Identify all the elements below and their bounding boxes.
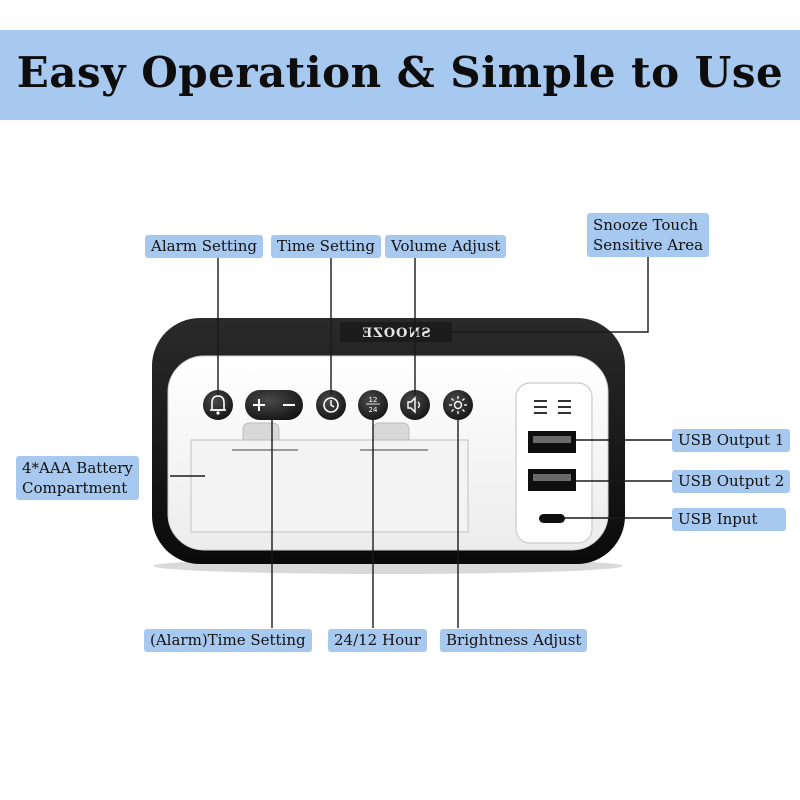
alarm-setting-button[interactable]: [203, 390, 233, 420]
hour-format-button[interactable]: 12 24: [358, 390, 388, 420]
plus-minus-button[interactable]: [245, 390, 303, 420]
snooze-touch-area[interactable]: SNOOZE: [340, 322, 452, 342]
label-battery-compartment: 4*AAA Battery Compartment: [16, 456, 139, 500]
bell-icon: [210, 395, 226, 415]
label-time-setting: Time Setting: [271, 235, 381, 258]
usb-output-1-port[interactable]: [528, 431, 576, 453]
label-usb-output-2: USB Output 2: [672, 470, 791, 493]
key-24-label: 24: [369, 406, 378, 414]
volume-adjust-button[interactable]: [400, 390, 430, 420]
label-alarm-setting: Alarm Setting: [145, 235, 264, 258]
label-snooze-line-2: Sensitive Area: [593, 236, 704, 254]
label-usb-output-1: USB Output 1: [672, 429, 791, 452]
label-battery-line-2: Compartment: [22, 479, 128, 497]
usb-input-port[interactable]: [539, 514, 565, 523]
label-battery-line-1: 4*AAA Battery: [22, 459, 133, 477]
label-alarm-time-setting: (Alarm)Time Setting: [144, 629, 312, 652]
page-title: Easy Operation & Simple to Use: [16, 48, 784, 97]
label-volume-adjust: Volume Adjust: [385, 235, 507, 258]
label-snooze-line-1: Snooze Touch: [593, 216, 699, 234]
label-brightness-adjust: Brightness Adjust: [440, 629, 588, 652]
plus-icon: [253, 399, 265, 411]
usb-output-2-port[interactable]: [528, 469, 576, 491]
label-snooze-touch-area: Snooze Touch Sensitive Area: [587, 213, 710, 257]
title-banner: [0, 30, 800, 120]
speaker-icon: [407, 396, 421, 414]
time-setting-button[interactable]: [316, 390, 346, 420]
snooze-label: SNOOZE: [361, 326, 430, 341]
label-24-12-hour: 24/12 Hour: [328, 629, 427, 652]
sun-icon: [449, 396, 467, 414]
brightness-adjust-button[interactable]: [443, 390, 473, 420]
key-12-label: 12: [369, 396, 378, 404]
leader-lines: [170, 256, 672, 628]
usb-module: [515, 382, 593, 544]
label-usb-input: USB Input: [672, 508, 786, 531]
clock-icon: [323, 397, 339, 413]
